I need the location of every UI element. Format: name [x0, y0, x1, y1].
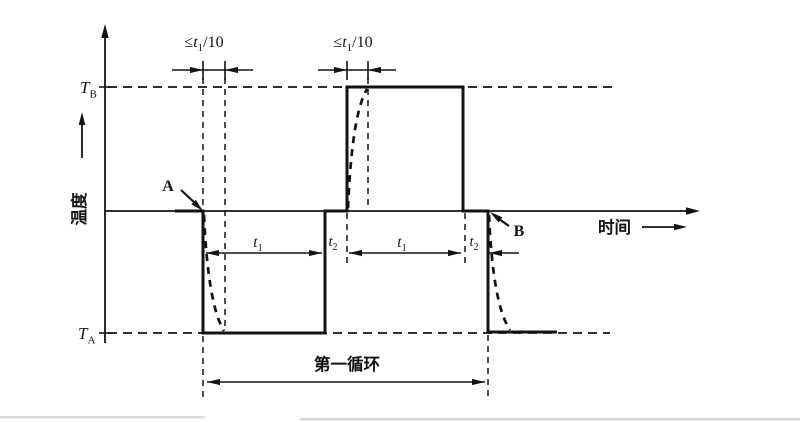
t1a-arrow-left-icon	[206, 249, 219, 257]
point-a-arrow-line	[180, 189, 197, 205]
scan-artifact	[0, 416, 205, 419]
leq-sign: ≤	[184, 34, 193, 51]
ramp-limit-label-2: ≤t1/10	[333, 34, 372, 54]
point-a-label: A	[162, 178, 174, 195]
axes	[99, 30, 688, 343]
t2b-arrow-left-icon	[489, 249, 502, 257]
ta-subscript: A	[87, 335, 95, 347]
ramp2-subscript: 1	[347, 42, 353, 54]
point-b-label: B	[514, 223, 525, 240]
tb-symbol: T	[80, 78, 91, 97]
t1a-var: t	[253, 234, 258, 251]
cycle-arrow-right-icon	[472, 378, 485, 386]
response-curve-drop1	[202, 214, 226, 332]
t1a-subscript: 1	[258, 243, 263, 254]
t1a-arrow-right-icon	[309, 249, 322, 257]
t2a-subscript: 2	[333, 242, 338, 253]
ramp1-arrow-left-icon	[225, 66, 238, 74]
ramp1-arrow-right-icon	[190, 66, 203, 74]
t1b-var: t	[397, 234, 402, 251]
t2b-var: t	[469, 234, 474, 250]
cycle-arrow-left-icon	[207, 378, 220, 386]
t1-high-label: t1	[397, 234, 407, 254]
guide-lines	[202, 78, 489, 398]
time-label-arrow-icon	[674, 223, 687, 231]
response-curve-drop2	[487, 214, 512, 331]
point-b-arrow-icon	[490, 212, 503, 223]
t2-second-label: t2	[469, 234, 478, 253]
response-curves	[202, 88, 512, 332]
x-axis-title: 时间	[598, 217, 631, 237]
ramp2-divisor: /10	[352, 34, 372, 51]
ramp-dimension-2	[318, 61, 396, 80]
ramp1-divisor: /10	[203, 34, 223, 51]
ramp2-arrow-right-icon	[334, 66, 347, 74]
ramp-limit-label-1: ≤t1/10	[184, 34, 223, 54]
t2a-var: t	[328, 234, 333, 250]
response-curve-rise	[346, 88, 369, 209]
y-axis-arrow-icon	[101, 24, 109, 38]
tb-subscript: B	[89, 89, 96, 101]
ramp2-arrow-left-icon	[368, 66, 381, 74]
t1-low-label: t1	[253, 234, 263, 254]
t1b-arrow-right-icon	[448, 249, 461, 257]
t1b-subscript: 1	[402, 243, 407, 254]
temperature-waveform	[175, 85, 557, 335]
t1b-arrow-left-icon	[349, 249, 362, 257]
ta-symbol: T	[78, 324, 89, 343]
ramp1-subscript: 1	[198, 42, 204, 54]
y-axis-title: 温度	[69, 192, 89, 226]
t2-first-label: t2	[328, 234, 337, 253]
temp-label-arrow-icon	[78, 112, 86, 125]
x-axis-arrow-icon	[686, 207, 700, 215]
tb-label: TB	[80, 78, 97, 101]
ramp-dimension-1	[172, 61, 253, 80]
level-lines	[108, 86, 617, 334]
ramp2-var: t	[342, 34, 347, 51]
ramp1-var: t	[193, 34, 198, 51]
t2b-subscript: 2	[474, 242, 479, 253]
ta-label: TA	[78, 324, 95, 347]
scan-artifact	[300, 418, 800, 421]
first-cycle-label: 第一循环	[314, 354, 380, 374]
point-b-arrow-line	[498, 218, 510, 227]
leq-sign: ≤	[333, 34, 342, 51]
point-a-arrow-icon	[191, 199, 203, 211]
